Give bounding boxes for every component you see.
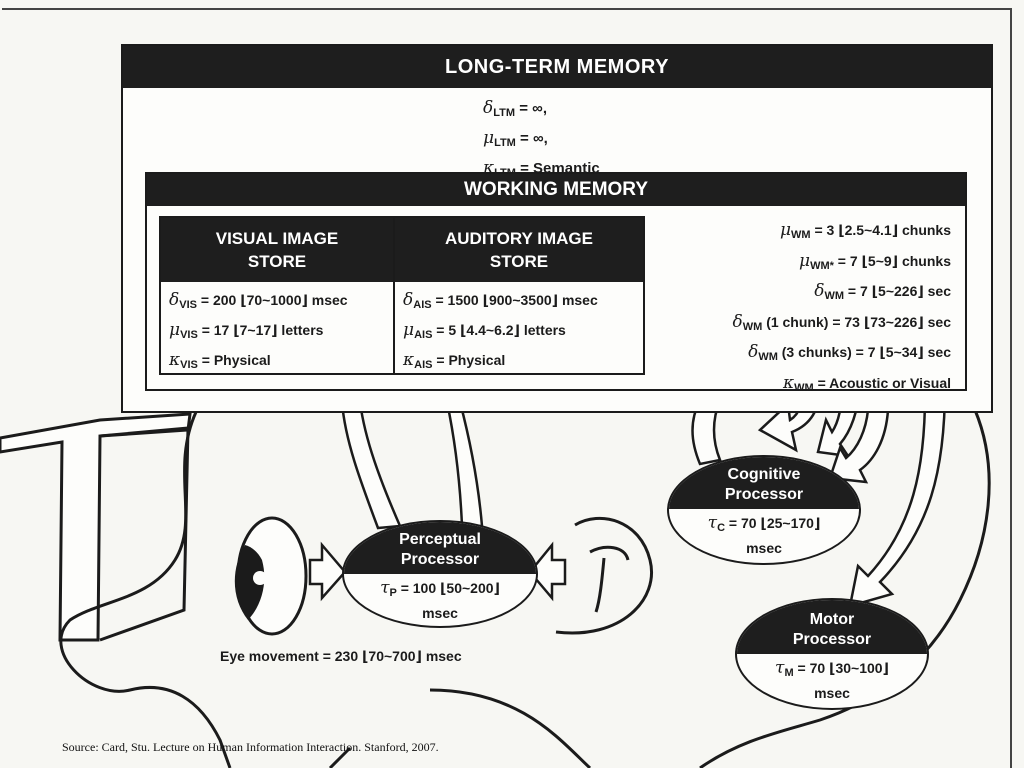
vis-capacity-row: μVIS = 17 ⌊7~17⌋ letters — [169, 320, 324, 341]
ais-decay-row: δAIS = 1500 ⌊900~3500⌋ msec — [403, 290, 598, 311]
wm-decay-1-chunk-row: δWM (1 chunk) = 73 ⌊73~226⌋ sec — [732, 311, 952, 333]
wm-capacity-star-row: μWM* = 7 ⌊5~9⌋ chunks — [799, 250, 951, 272]
head-outline — [59, 411, 232, 768]
ais-capacity-row: μAIS = 5 ⌊4.4~6.2⌋ letters — [403, 320, 566, 341]
eye-movement-label: Eye movement = 230 ⌊70~700⌋ msec — [220, 648, 462, 664]
wm-decay-row: δWM = 7 ⌊5~226⌋ sec — [814, 281, 951, 302]
wm-decay-3-chunks-row: δWM (3 chunks) = 7 ⌊5~34⌋ sec — [748, 342, 951, 363]
monitor-outline — [0, 412, 192, 642]
source-citation: Source: Card, Stu. Lecture on Human Info… — [62, 740, 439, 754]
motor-processor-cycle: τM = 70 ⌊30~100⌋ msec — [775, 658, 889, 701]
wm-capacity-row: μWM = 3 ⌊2.5~4.1⌋ chunks — [779, 220, 951, 241]
chin-outline — [429, 688, 592, 768]
eye-iris — [234, 545, 265, 620]
ear-outline — [555, 516, 653, 635]
ltm-decay-row: δLTM = ∞, — [483, 98, 548, 119]
wm-code-row: κWM = Acoustic or Visual — [782, 372, 951, 394]
ltm-title: LONG-TERM MEMORY — [123, 46, 991, 88]
long-term-memory-box: LONG-TERM MEMORY δLTM = ∞, μLTM = ∞, κLT… — [121, 44, 993, 413]
eye-pupil-highlight — [253, 571, 267, 585]
neck-line — [328, 746, 352, 768]
ais-code-row: κAIS = Physical — [403, 350, 506, 371]
ear-inner — [589, 545, 630, 613]
ais-parameters: δAIS = 1500 ⌊900~3500⌋ msec μAIS = 5 ⌊4.… — [395, 282, 643, 378]
eye-to-perceptual-arrow — [308, 541, 347, 602]
perceptual-processor-cycle: τP = 100 ⌊50~200⌋ msec — [380, 578, 500, 621]
vis-decay-row: δVIS = 200 ⌊70~1000⌋ msec — [169, 290, 348, 311]
wm-parameters: μWM = 3 ⌊2.5~4.1⌋ chunks μWM* = 7 ⌊5~9⌋ … — [733, 218, 952, 401]
outer-frame — [2, 8, 1012, 768]
cognitive-processor-cycle: τC = 70 ⌊25~170⌋ msec — [707, 513, 821, 556]
vis-code-row: κVIS = Physical — [169, 350, 271, 371]
vis-parameters: δVIS = 200 ⌊70~1000⌋ msec μVIS = 17 ⌊7~1… — [161, 282, 393, 378]
monitor-screen — [99, 426, 190, 642]
ltm-capacity-row: μLTM = ∞, — [483, 128, 548, 149]
ear-to-perceptual-arrow — [528, 541, 567, 602]
wm-to-motor-arrow — [848, 384, 947, 608]
wm-title: WORKING MEMORY — [147, 174, 965, 206]
